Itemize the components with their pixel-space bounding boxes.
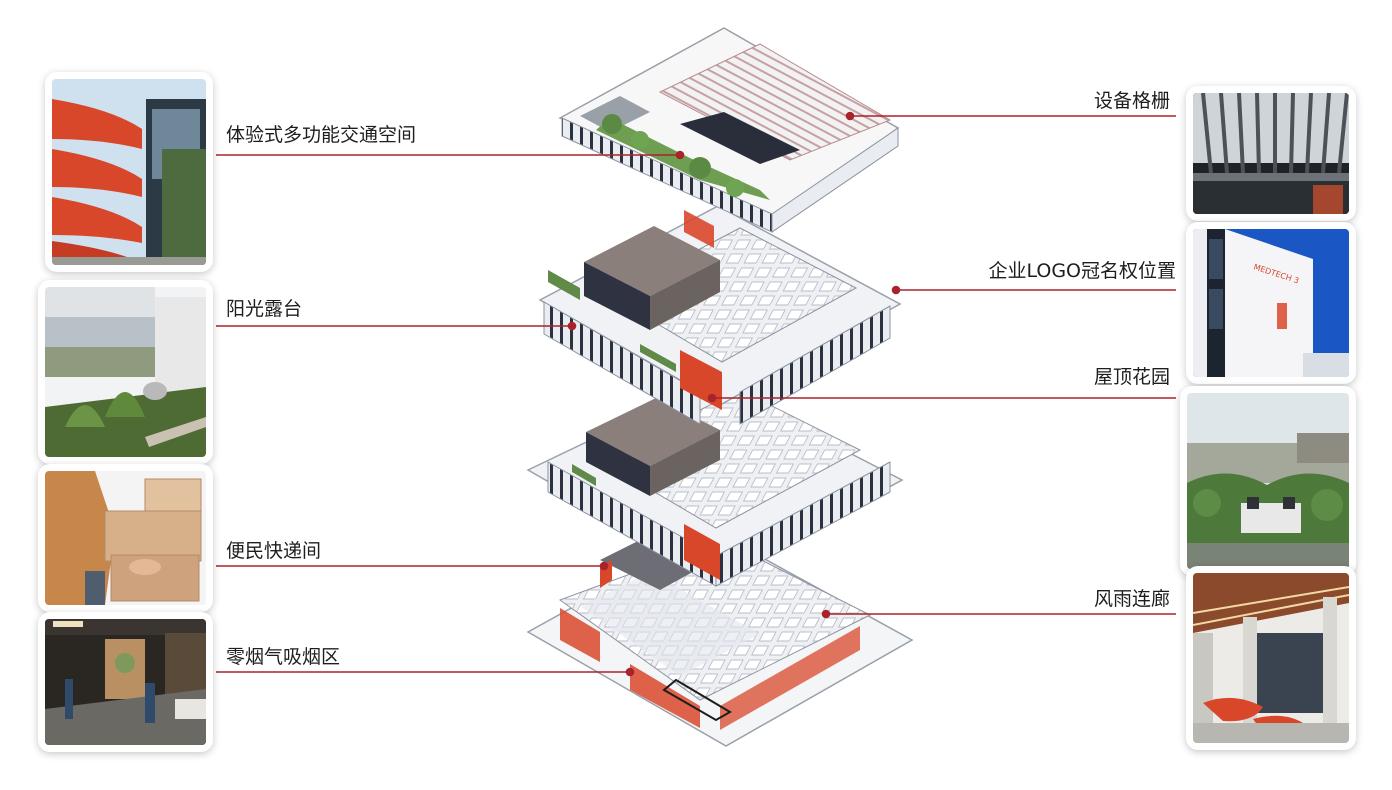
leader-right-2-dot — [891, 285, 901, 295]
leader-right-4-dot — [821, 609, 831, 619]
callout-right-2: 企业LOGO冠名权位置 — [988, 260, 1176, 282]
photo-covered-corridor — [1186, 566, 1356, 750]
photo-equipment-grille — [1186, 86, 1356, 221]
photo-sunny-terrace — [38, 280, 213, 464]
photo-courier-room — [38, 464, 213, 612]
callout-left-2: 阳光露台 — [226, 298, 303, 320]
callout-right-4: 风雨连廊 — [1093, 588, 1170, 610]
floor-3 — [538, 205, 902, 425]
floor-1 — [526, 529, 914, 747]
leader-right-3-dot — [707, 393, 717, 403]
leader-left-4-dot — [625, 667, 635, 677]
photo-logo-sign: MEDTECH 3 — [1186, 222, 1356, 384]
callout-left-4: 零烟气吸烟区 — [226, 646, 341, 668]
roof-level — [558, 27, 900, 233]
photo-stair-exterior — [45, 72, 213, 272]
callout-right-3: 屋顶花园 — [1093, 366, 1170, 388]
leader-right-1-dot — [845, 111, 855, 121]
callout-left-3: 便民快递间 — [226, 540, 322, 562]
leader-left-1-dot — [675, 150, 685, 160]
photo-smoking-area — [38, 612, 213, 752]
photo-roof-garden — [1180, 386, 1356, 576]
callout-left-1: 体验式多功能交通空间 — [226, 124, 417, 146]
leader-left-3-dot — [599, 561, 609, 571]
callout-right-1: 设备格栅 — [1093, 90, 1170, 112]
leader-left-2-dot — [567, 321, 577, 331]
